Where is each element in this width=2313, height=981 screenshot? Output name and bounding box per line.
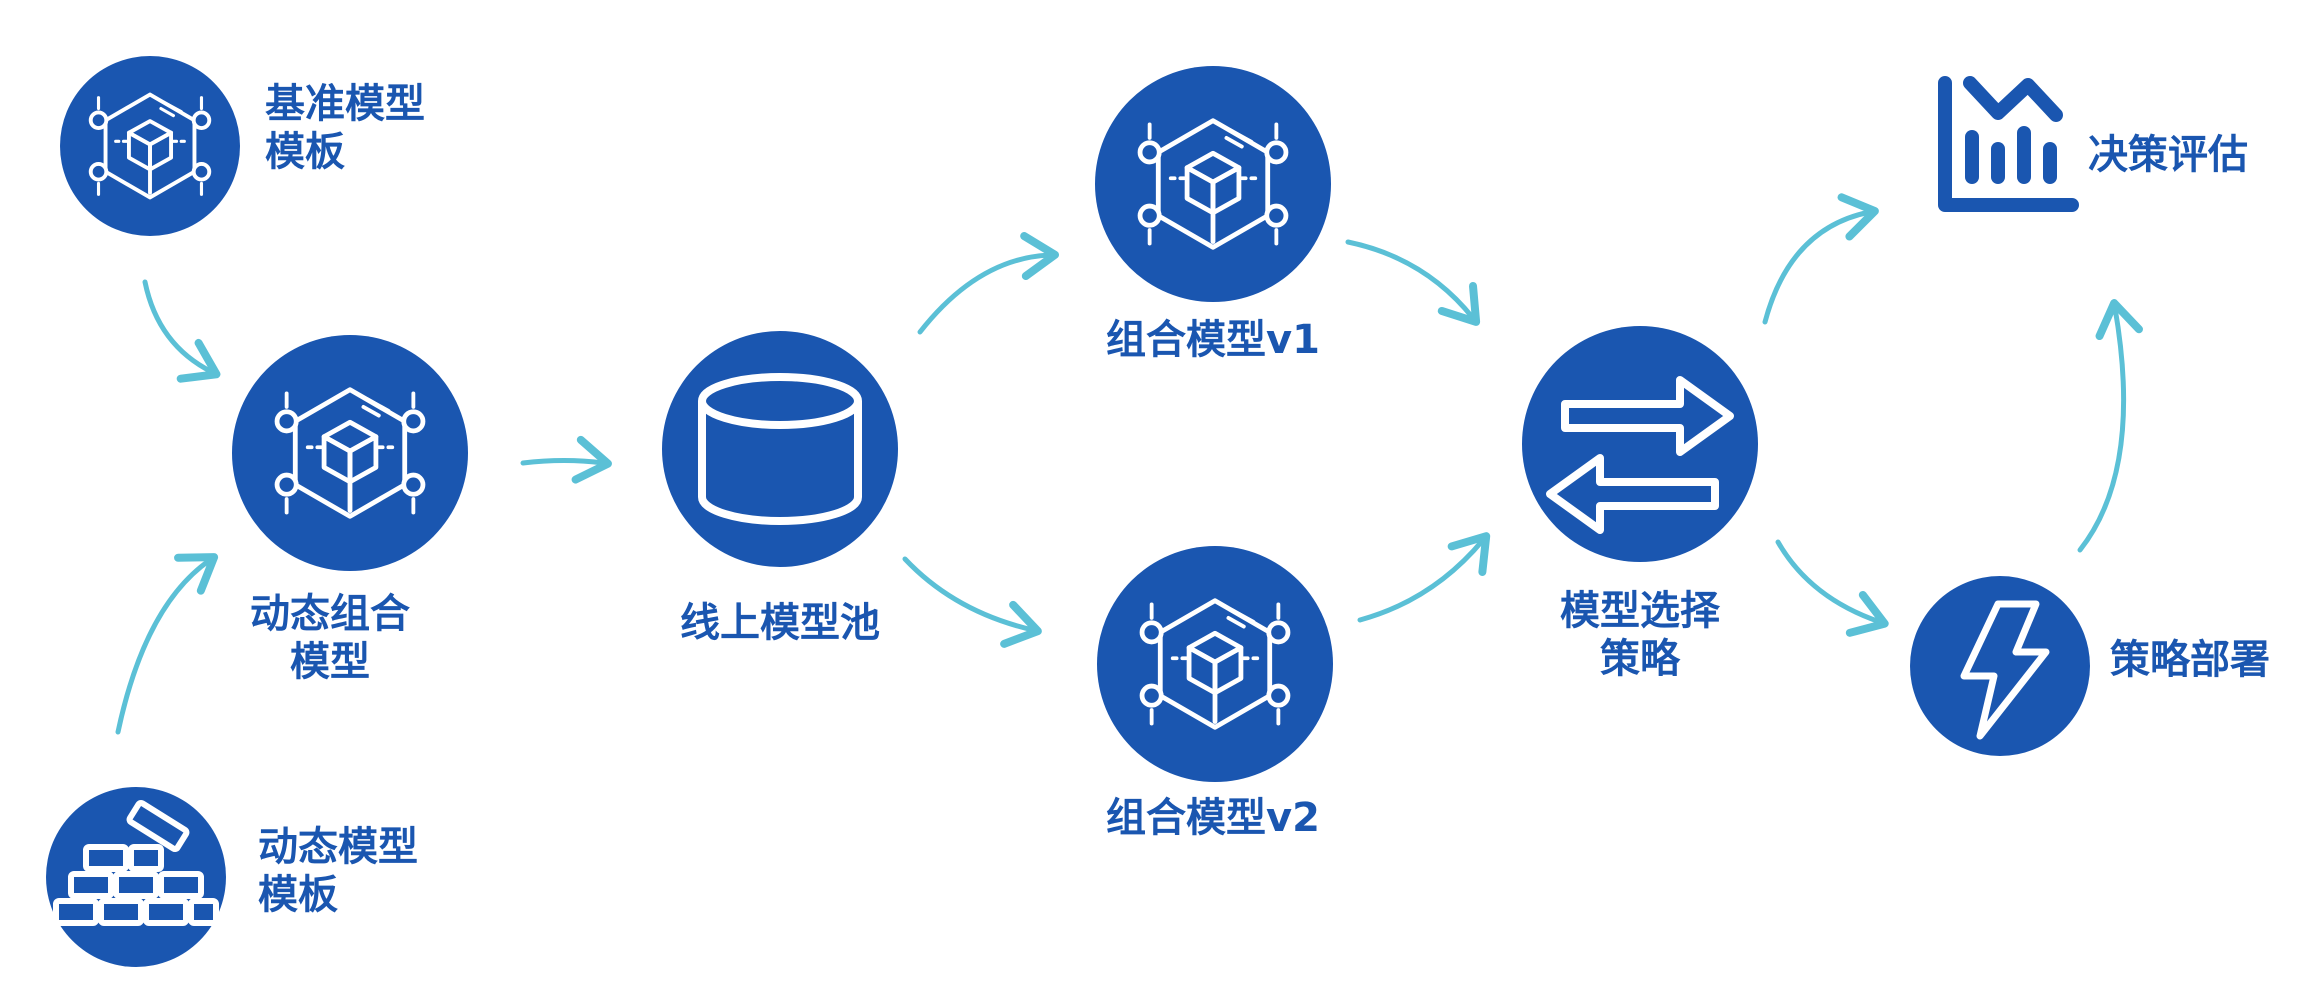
lightning-icon xyxy=(1960,600,2050,740)
label-combo-v1: 组合模型v1 xyxy=(1023,316,1403,364)
label-line: 决策评估 xyxy=(2088,132,2248,178)
arrow-online-pool-to-combo-v1 xyxy=(917,232,1059,335)
nodes-layer xyxy=(46,56,2090,967)
label-deploy: 策略部署 xyxy=(2110,636,2270,684)
label-base-template: 基准模型 模板 xyxy=(265,80,425,176)
database-cylinder-icon xyxy=(698,373,862,525)
decision-eval-node xyxy=(1938,76,2079,212)
label-line: 基准模型 xyxy=(265,81,425,127)
label-online-pool: 线上模型池 xyxy=(580,599,980,647)
arrow-select-strategy-to-decision-eval xyxy=(1762,193,1879,325)
label-line: 组合模型v1 xyxy=(1106,317,1320,363)
arrow-combo-v2-to-select-strategy xyxy=(1357,532,1491,623)
label-dynamic-combo: 动态组合 模型 xyxy=(230,590,430,686)
arrow-combo-v1-to-select-strategy xyxy=(1345,239,1481,326)
dynamic-combo-node xyxy=(232,335,468,571)
label-line: 模型 xyxy=(290,639,370,685)
arrow-dynamic-template-to-dynamic-combo xyxy=(115,553,219,735)
bricks-icon xyxy=(53,799,219,926)
label-line: 动态组合 xyxy=(250,591,410,637)
label-dynamic-template: 动态模型 模板 xyxy=(258,823,418,919)
label-select-strategy: 模型选择 策略 xyxy=(1520,587,1760,683)
label-combo-v2: 组合模型v2 xyxy=(1023,794,1403,842)
label-line: 策略部署 xyxy=(2110,637,2270,683)
label-line: 动态模型 xyxy=(258,824,418,870)
online-pool-node xyxy=(662,331,898,567)
label-decision-eval: 决策评估 xyxy=(2088,131,2248,179)
arrow-base-template-to-dynamic-combo xyxy=(142,279,221,383)
label-line: 模板 xyxy=(258,872,338,918)
select-strategy-node xyxy=(1522,326,1758,562)
label-line: 策略 xyxy=(1600,636,1680,682)
label-line: 模型选择 xyxy=(1560,588,1720,634)
arrow-online-pool-to-combo-v2 xyxy=(902,556,1042,648)
edges-layer xyxy=(115,193,2143,735)
arrow-deploy-to-decision-eval xyxy=(2077,299,2143,553)
label-line: 线上模型池 xyxy=(680,600,880,646)
swap-arrows-icon xyxy=(1546,376,1734,534)
combo-v2-node xyxy=(1097,546,1333,782)
deploy-node xyxy=(1910,576,2090,756)
label-line: 模板 xyxy=(265,129,345,175)
bar-chart-icon xyxy=(1938,76,2079,212)
label-line: 组合模型v2 xyxy=(1106,795,1320,841)
combo-v1-node xyxy=(1095,66,1331,302)
arrow-select-strategy-to-deploy xyxy=(1775,539,1889,637)
base-template-node xyxy=(60,56,240,236)
arrow-dynamic-combo-to-online-pool xyxy=(520,435,612,484)
dynamic-template-node xyxy=(46,787,226,967)
